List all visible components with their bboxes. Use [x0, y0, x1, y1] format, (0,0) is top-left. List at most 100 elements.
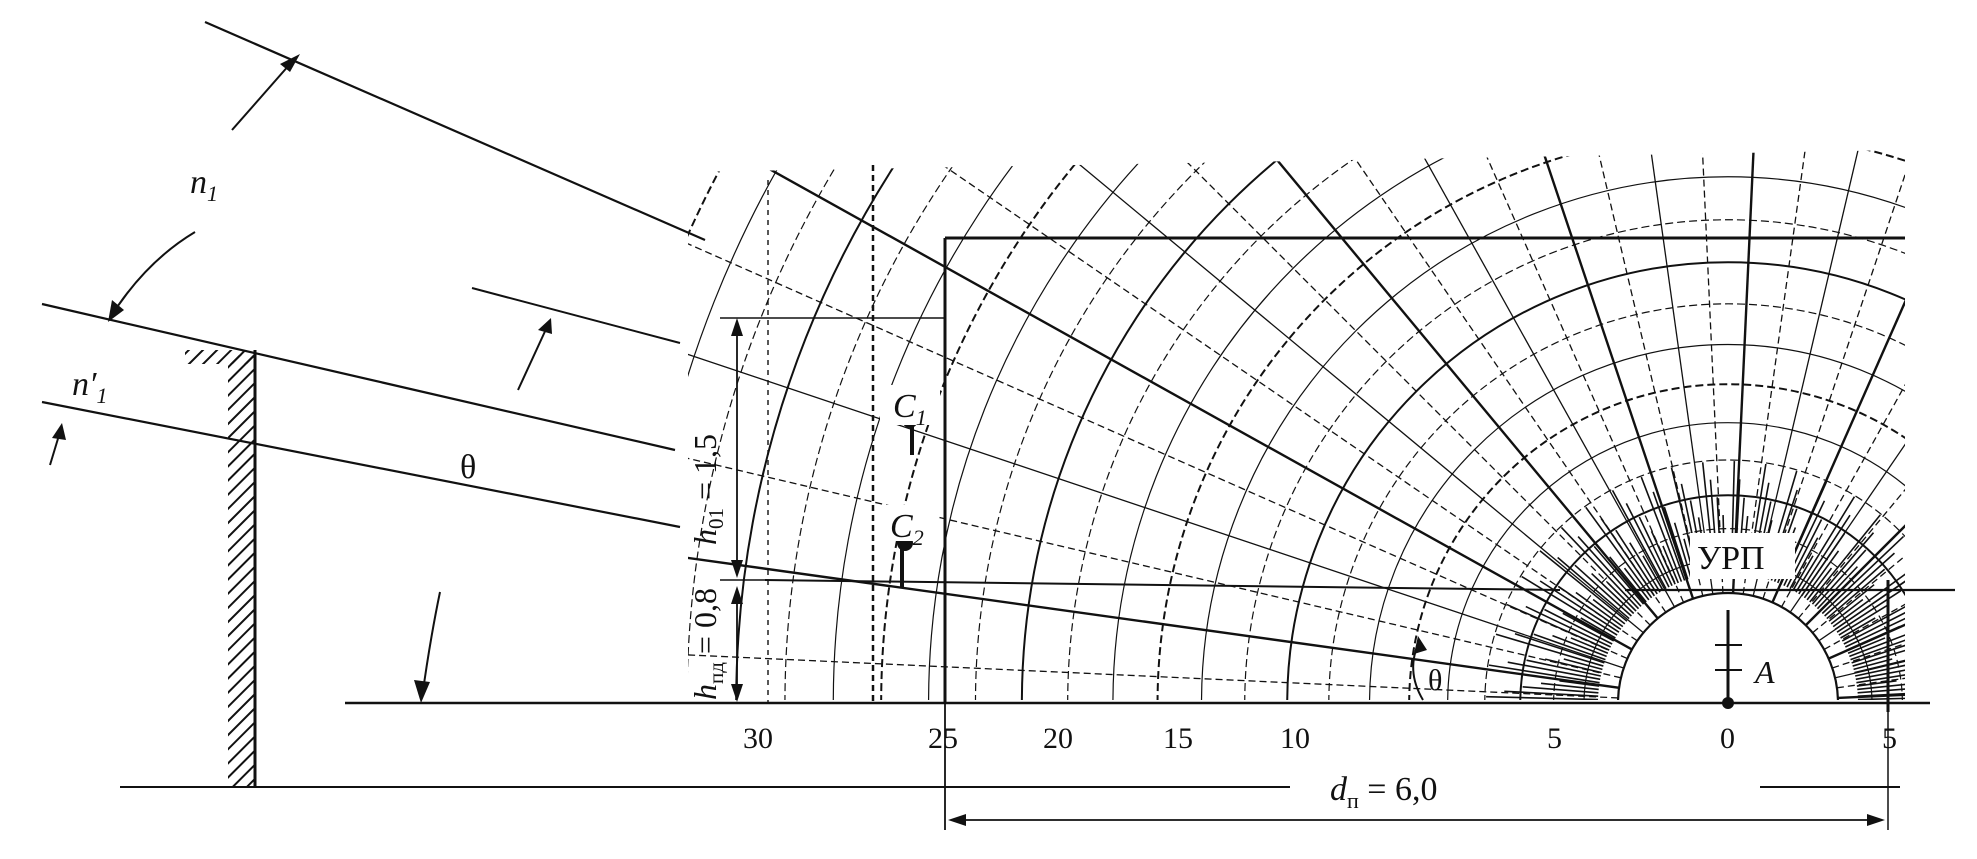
field-dense-stroke — [1795, 496, 1856, 593]
field-dense-stroke — [1642, 555, 1664, 591]
label-n1: n1 — [190, 164, 218, 206]
arrow-n1-curve — [109, 231, 196, 319]
field-dense-stroke — [1545, 658, 1602, 674]
urp-box — [1690, 533, 1795, 579]
field-dense-stroke — [1819, 582, 1849, 612]
field-ray — [1671, 150, 1729, 700]
field-dense-stroke — [1809, 514, 1881, 603]
field-dense-stroke — [1652, 491, 1686, 581]
field-dense-stroke — [1615, 529, 1658, 595]
field-dense-stroke — [1570, 637, 1609, 654]
scale-tick-3: 15 — [1163, 722, 1193, 755]
point-a-base — [1722, 697, 1734, 709]
field-dense-stroke — [1525, 605, 1612, 648]
field-dense-stroke — [1826, 568, 1886, 620]
arrow-left-head — [52, 423, 66, 440]
dimension-h01 — [720, 317, 945, 581]
field-ray — [688, 427, 1729, 700]
c1-box — [880, 385, 940, 425]
field-dense-stroke — [1486, 695, 1599, 700]
field-dense-stroke — [1495, 633, 1604, 667]
field-dense-stroke — [1585, 506, 1653, 599]
field-ray — [1727, 150, 1905, 700]
field-arc — [1067, 150, 1905, 700]
field-dense-stroke — [1514, 633, 1605, 664]
field-arc — [1408, 383, 1905, 700]
line-n1-top — [204, 20, 706, 242]
field-ray — [688, 321, 1729, 700]
field-dense-stroke — [1609, 556, 1647, 603]
field-ray — [1049, 150, 1729, 700]
field-dense-stroke — [1824, 552, 1895, 617]
field-ray — [879, 150, 1729, 700]
field-ray — [1727, 150, 1905, 700]
field-dense-stroke — [1488, 664, 1600, 684]
field-dense-stroke — [1640, 476, 1683, 582]
field-ray — [1345, 150, 1730, 700]
field-ray — [1143, 150, 1729, 700]
label-c1: C1 — [893, 388, 927, 430]
field-dense-stroke — [1557, 556, 1630, 620]
arrow-n1-shaft — [231, 63, 291, 131]
field-dense-stroke — [1841, 586, 1905, 642]
field-ray — [804, 150, 1729, 700]
label-a: A — [1753, 654, 1775, 690]
field-dense-stroke — [1844, 613, 1905, 648]
scale-tick-1: 25 — [928, 722, 958, 755]
field-dense-stroke — [1843, 600, 1905, 645]
labels: n1 n′1 θ θ C1 C2 A УРП h01 = 1,5 hпд = 0… — [72, 164, 1775, 813]
field-ray — [1727, 150, 1905, 700]
field-dense-stroke — [1792, 555, 1814, 591]
field-dense-stroke — [1789, 537, 1819, 590]
scale-tick-2: 20 — [1043, 722, 1073, 755]
arrow-ground-head — [414, 680, 430, 703]
field-dense-stroke — [1607, 582, 1637, 612]
field-dense-stroke — [1629, 542, 1661, 593]
field-dense-stroke — [1821, 535, 1905, 615]
line-arrow-bar — [471, 287, 681, 344]
field-dense-stroke — [1854, 655, 1905, 677]
field-dense-stroke — [1575, 591, 1624, 628]
field-dense-stroke — [1662, 545, 1679, 584]
field-arc — [1368, 343, 1905, 700]
field-dense-stroke — [1592, 598, 1626, 625]
field-dense-stroke — [1857, 676, 1905, 691]
field-ray — [1727, 150, 1905, 700]
scale-tick-7: 5 — [1882, 722, 1897, 755]
field-dense-stroke — [1506, 603, 1610, 651]
field-ray — [1727, 150, 1905, 700]
dimension-hpd — [731, 586, 743, 702]
field-dense-stroke — [1853, 658, 1893, 671]
field-dense-stroke — [1577, 536, 1642, 607]
field-dense-stroke — [1798, 514, 1851, 595]
field-dense-stroke — [1539, 550, 1628, 622]
line-n1-bottom — [41, 302, 676, 452]
field-dense-stroke — [1611, 489, 1667, 590]
field-dense-stroke — [1847, 637, 1886, 654]
field-dense-stroke — [1540, 682, 1599, 691]
wall-group — [185, 350, 257, 787]
field-ray — [1726, 150, 1785, 700]
field-dense-stroke — [1854, 645, 1905, 674]
field-ray — [1561, 150, 1729, 700]
field-dense-stroke — [1849, 615, 1905, 658]
field-dense-stroke — [1840, 617, 1876, 639]
field-dense-stroke — [1856, 672, 1905, 684]
field-arc — [1553, 528, 1903, 700]
field-dense-stroke — [1836, 590, 1902, 633]
field-dense-stroke — [1526, 659, 1602, 677]
field-dense-stroke — [1673, 522, 1692, 579]
field-ray — [1727, 150, 1905, 700]
field-ray — [1727, 150, 1895, 700]
field-arc — [1020, 150, 1905, 700]
arrow-mid-head — [538, 318, 552, 334]
c2-box — [878, 505, 938, 541]
field-arc — [735, 150, 1905, 700]
field-arc — [688, 150, 1905, 700]
field-dense-stroke — [1562, 612, 1615, 642]
field-dense-stroke — [1663, 506, 1689, 580]
field-dense-stroke — [1856, 680, 1897, 687]
field-arc — [1202, 177, 1977, 703]
field-dense-stroke — [1625, 503, 1670, 588]
